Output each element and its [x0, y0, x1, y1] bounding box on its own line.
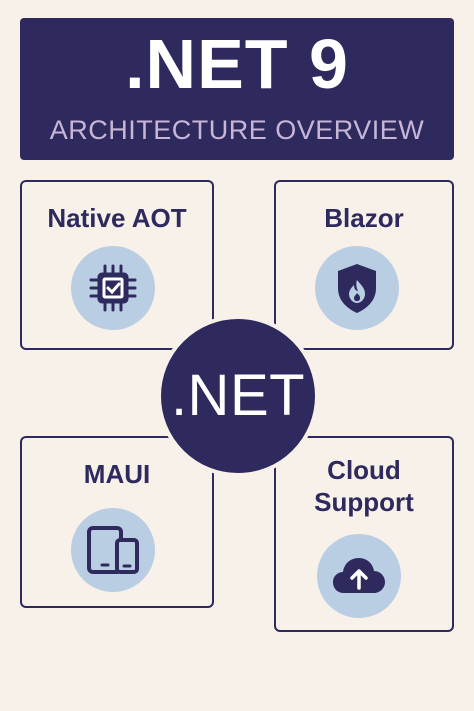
icon-circle-blazor: [315, 246, 399, 330]
icon-circle-maui: [71, 508, 155, 592]
banner-title: .NET 9: [125, 24, 349, 103]
card-label-native-aot: Native AOT: [47, 203, 187, 233]
cpu-chip-icon: [89, 264, 137, 312]
flame-shield-icon: [338, 264, 376, 313]
card-cloud-support: Cloud Support: [274, 436, 454, 632]
card-maui: MAUI: [20, 436, 214, 608]
hub-label: .NET: [170, 363, 306, 428]
title-banner: .NET 9 ARCHITECTURE OVERVIEW: [20, 18, 454, 160]
card-label-maui: MAUI: [83, 459, 151, 489]
cloud-upload-icon: [333, 558, 385, 593]
devices-icon: [87, 526, 139, 574]
card-native-aot: Native AOT: [20, 180, 214, 350]
card-label-blazor: Blazor: [324, 203, 404, 233]
dotnet-hub: .NET: [157, 315, 319, 477]
icon-circle-cloud-support: [317, 534, 401, 618]
banner-subtitle: ARCHITECTURE OVERVIEW: [49, 114, 425, 145]
icon-circle-native-aot: [71, 246, 155, 330]
card-label-cloud-support: Cloud Support: [314, 455, 414, 517]
card-blazor: Blazor: [274, 180, 454, 350]
